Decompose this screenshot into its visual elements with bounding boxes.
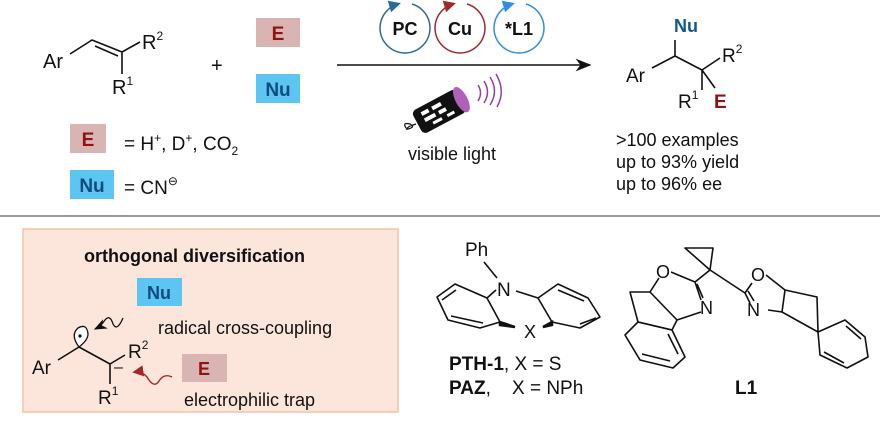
svg-text:N: N xyxy=(700,298,713,318)
svg-text:Ar: Ar xyxy=(32,358,52,379)
photocatalyst-structure: Ph N X PTH-1, X = S PAZ, X = NPh xyxy=(436,240,601,399)
panel-title: orthogonal diversification xyxy=(84,246,305,266)
svg-text:R2: R2 xyxy=(722,42,743,67)
legend-nu-box xyxy=(70,170,114,199)
result-examples: >100 examples xyxy=(616,130,739,150)
alkene-reactant: Ar R2 R1 xyxy=(43,29,163,99)
svg-text:Ph: Ph xyxy=(465,240,488,261)
svg-text:O: O xyxy=(656,262,670,282)
diversification-panel: orthogonal diversification Nu radical cr… xyxy=(22,228,399,413)
flashlight-icon xyxy=(404,73,502,133)
catalyst-cycle-l1: *L1 xyxy=(493,0,545,54)
catalyst-cycle-pc: PC xyxy=(379,0,431,54)
nu-reagent: Nu xyxy=(265,80,290,101)
legend-e-definition: = H+, D+, CO2 xyxy=(124,131,238,158)
svg-text:Cu: Cu xyxy=(448,19,472,39)
ligand-l1-structure: O N O N L1 xyxy=(624,247,869,399)
r2-label: R2 xyxy=(142,29,163,54)
svg-text:X: X xyxy=(524,322,536,342)
visible-light-label: visible light xyxy=(408,144,496,164)
double-bond xyxy=(94,45,119,57)
result-ee: up to 96% ee xyxy=(616,174,722,194)
alkene-bonds xyxy=(69,39,141,74)
r1-label: R1 xyxy=(112,74,133,99)
panel-e-box xyxy=(182,354,227,382)
svg-text:R1: R1 xyxy=(98,384,119,409)
result-yield: up to 93% yield xyxy=(616,152,739,172)
legend-e-label: E xyxy=(82,130,95,151)
radical-cross-coupling-label: radical cross-coupling xyxy=(158,318,332,338)
svg-text:N: N xyxy=(747,300,760,320)
svg-text:E: E xyxy=(714,92,727,113)
svg-text:Nu: Nu xyxy=(674,16,698,36)
e-reagent: E xyxy=(272,24,285,45)
electrophile-attack-arrow xyxy=(132,365,173,385)
svg-text:PAZ, X = NPh: PAZ, X = NPh xyxy=(449,378,583,399)
svg-text:PC: PC xyxy=(392,19,417,39)
svg-text:PTH-1, X = S: PTH-1, X = S xyxy=(449,354,561,375)
svg-text:R2: R2 xyxy=(128,338,149,363)
svg-text:–: – xyxy=(114,359,123,376)
ar-label: Ar xyxy=(43,51,63,73)
product-structure: Nu Ar R2 R1 E xyxy=(626,16,743,113)
svg-text:Nu: Nu xyxy=(147,283,171,303)
legend-nu-label: Nu xyxy=(79,176,104,197)
plus-sign: + xyxy=(211,55,223,77)
legend-nu-definition: = CN⊖ xyxy=(124,174,178,199)
ligand-name: L1 xyxy=(735,378,758,399)
svg-text:Ar: Ar xyxy=(626,66,646,87)
svg-text:E: E xyxy=(198,359,210,379)
electrophilic-trap-label: electrophilic trap xyxy=(184,390,315,410)
panel-nu-box xyxy=(137,278,182,306)
catalyst-cycle-cu: Cu xyxy=(434,0,486,54)
svg-text:*L1: *L1 xyxy=(505,19,533,39)
svg-text:N: N xyxy=(497,280,511,301)
legend-e-box xyxy=(70,124,106,153)
svg-text:O: O xyxy=(751,265,765,285)
nu-box xyxy=(256,74,300,103)
svg-text:R1: R1 xyxy=(678,88,699,113)
e-box xyxy=(256,18,300,47)
radical-attack-arrow xyxy=(93,317,124,330)
